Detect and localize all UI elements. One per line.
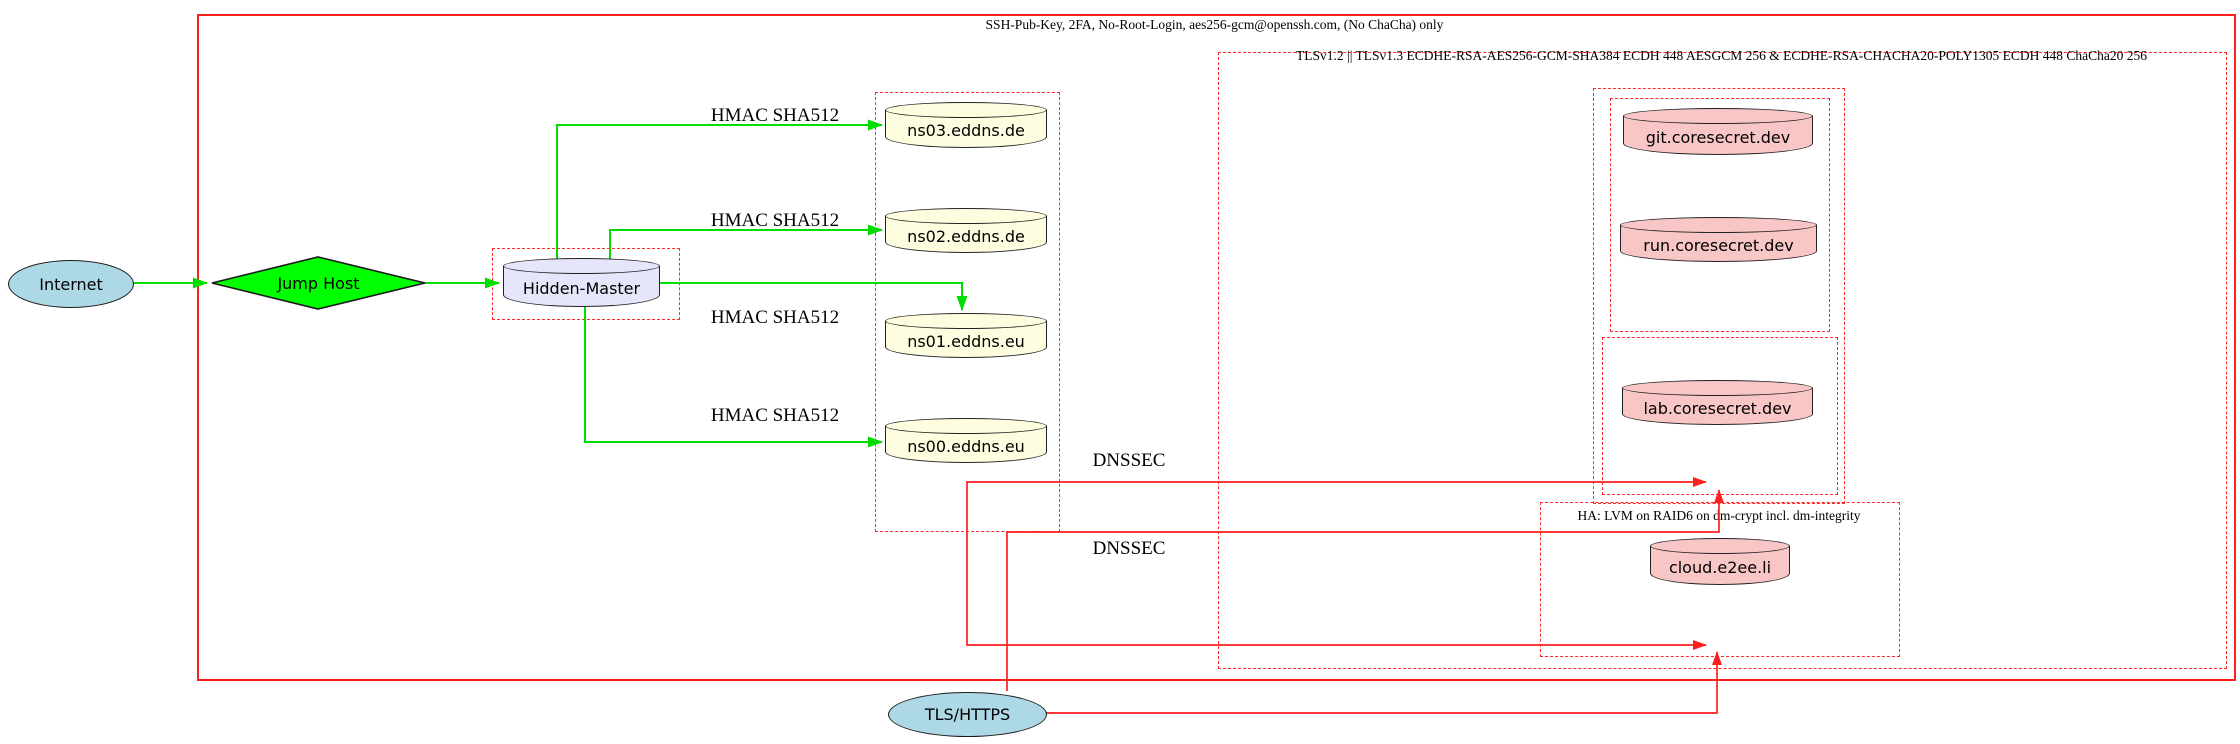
edge-label-hmac-2: HMAC SHA512 xyxy=(710,210,840,231)
edge-hiddenmaster-ns03 xyxy=(556,119,883,261)
edge-hiddenmaster-ns01 xyxy=(660,282,968,311)
node-ns03: ns03.eddns.de xyxy=(885,102,1047,148)
cluster-ssh-label: SSH-Pub-Key, 2FA, No-Root-Login, aes256-… xyxy=(985,17,1444,32)
node-ns02: ns02.eddns.de xyxy=(885,208,1047,253)
node-git-label: git.coresecret.dev xyxy=(1645,127,1791,147)
node-cloud: cloud.e2ee.li xyxy=(1650,538,1790,585)
edge-label-dnssec-1: DNSSEC xyxy=(1092,450,1166,471)
node-ns02-label: ns02.eddns.de xyxy=(907,226,1025,246)
jump-host-diamond-shape xyxy=(211,256,426,310)
node-jump-host-label: Jump Host xyxy=(277,273,360,293)
node-ns03-label: ns03.eddns.de xyxy=(907,121,1025,140)
cluster-tls-box xyxy=(1218,52,2227,669)
node-tls-https-label: TLS/HTTPS xyxy=(924,705,1011,724)
edge-hiddenmaster-ns02 xyxy=(609,224,883,261)
edge-hiddenmaster-ns00 xyxy=(584,306,883,448)
cluster-git-run-box xyxy=(1610,98,1830,332)
node-run-label: run.coresecret.dev xyxy=(1643,235,1794,255)
node-ns00: ns00.eddns.eu xyxy=(885,418,1047,463)
node-lab-label: lab.coresecret.dev xyxy=(1643,398,1792,418)
node-internet: Internet xyxy=(8,260,134,308)
node-git: git.coresecret.dev xyxy=(1623,108,1813,155)
node-ns01: ns01.eddns.eu xyxy=(885,313,1047,358)
edge-label-hmac-4: HMAC SHA512 xyxy=(710,405,840,426)
node-hidden-master-label: Hidden-Master xyxy=(522,278,641,298)
node-ns00-label: ns00.eddns.eu xyxy=(907,436,1025,456)
edge-eddns-dnssec-ha xyxy=(966,530,1707,650)
node-cloud-label: cloud.e2ee.li xyxy=(1668,557,1772,577)
node-jump-host: Jump Host xyxy=(212,257,425,309)
edge-tlshttps-ha xyxy=(1045,651,1722,714)
edge-label-hmac-1: HMAC SHA512 xyxy=(710,105,840,126)
node-hidden-master: Hidden-Master xyxy=(503,258,660,307)
edge-tlshttps-services xyxy=(1006,489,1724,691)
edge-eddns-dnssec-services xyxy=(966,477,1707,530)
edge-label-hmac-3: HMAC SHA512 xyxy=(710,307,840,328)
node-tls-https: TLS/HTTPS xyxy=(888,692,1047,737)
edge-label-dnssec-2: DNSSEC xyxy=(1092,538,1166,559)
cluster-ssh-box xyxy=(197,14,2236,681)
node-run: run.coresecret.dev xyxy=(1620,217,1817,262)
node-internet-label: Internet xyxy=(39,274,103,294)
node-lab: lab.coresecret.dev xyxy=(1622,380,1813,425)
cluster-tls-label: TLSv1.2 || TLSv1.3 ECDHE-RSA-AES256-GCM-… xyxy=(1296,48,2147,63)
node-ns01-label: ns01.eddns.eu xyxy=(907,331,1025,351)
